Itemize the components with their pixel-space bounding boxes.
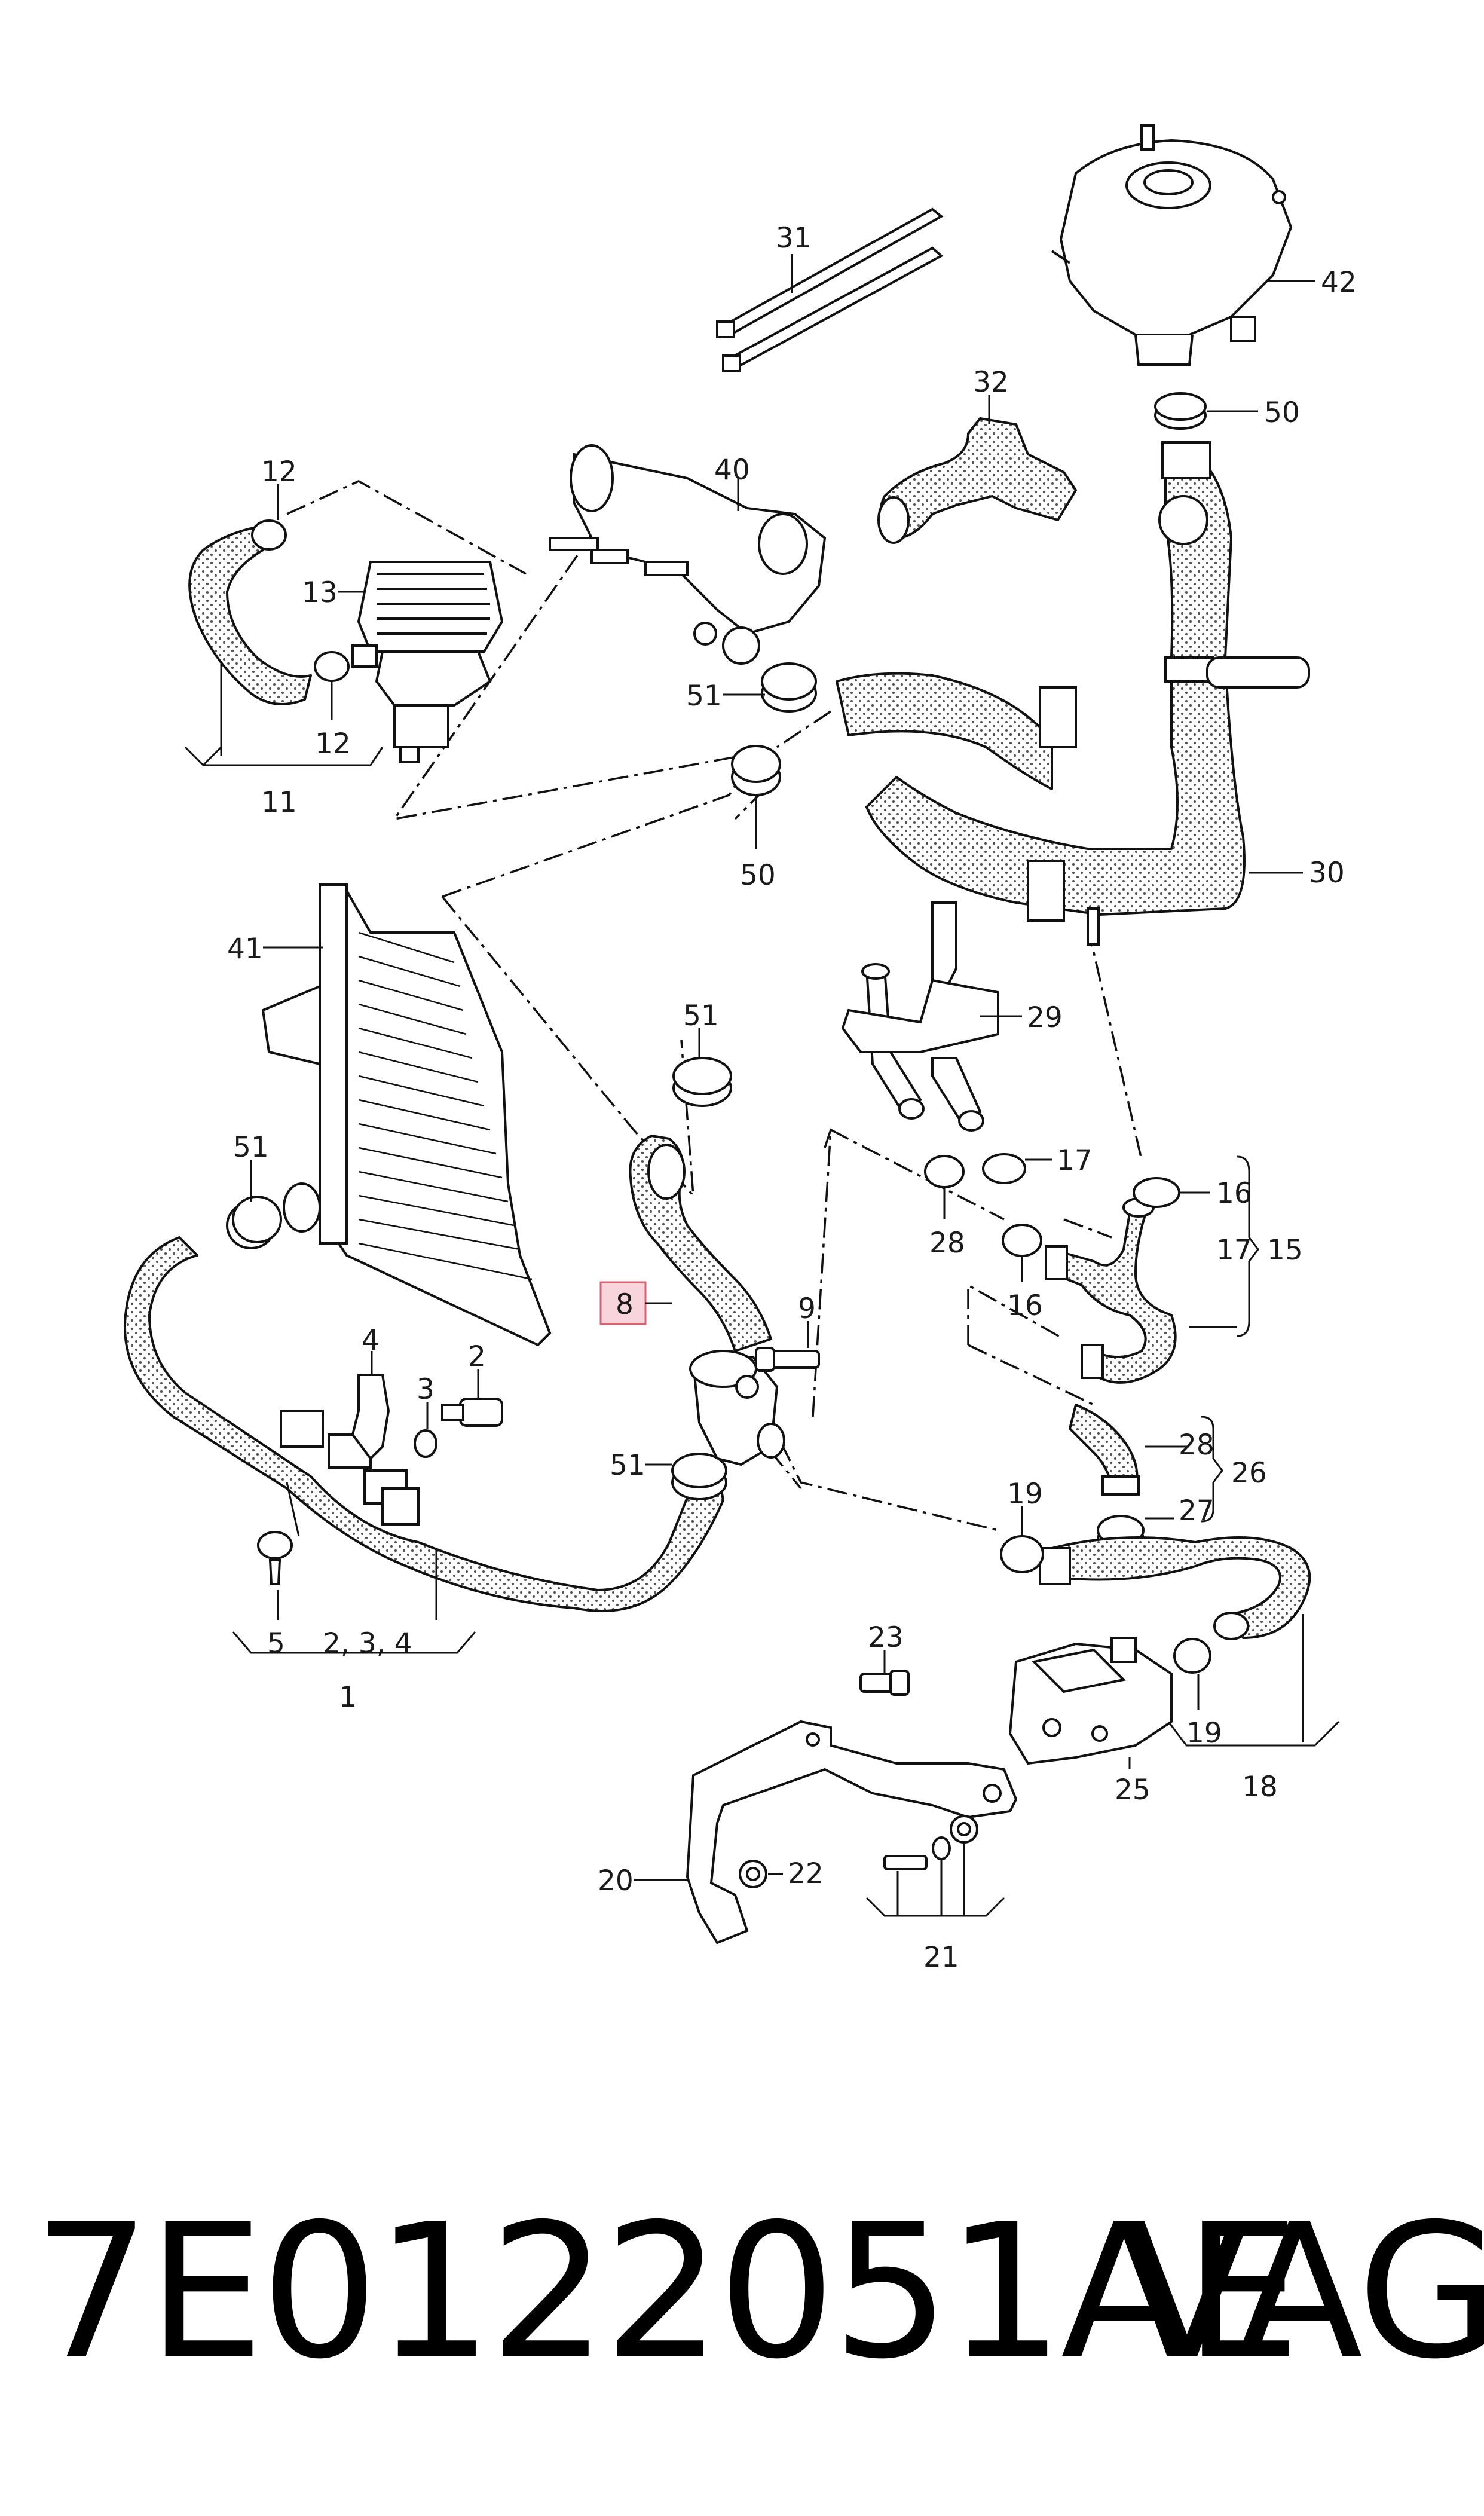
callout-22: 22 bbox=[788, 1857, 824, 1890]
clamp-12-bottom bbox=[314, 651, 350, 682]
callout-27: 27 bbox=[1179, 1494, 1214, 1527]
oil-cooler bbox=[351, 561, 504, 763]
expansion-tank bbox=[1051, 124, 1293, 366]
callout-17-clamp: 17 bbox=[1057, 1144, 1093, 1177]
callout-51-upper: 51 bbox=[686, 680, 722, 713]
callout-19-b: 19 bbox=[1186, 1717, 1222, 1750]
callout-29: 29 bbox=[1027, 1001, 1063, 1034]
coolant-flange bbox=[549, 444, 827, 665]
callout-13: 13 bbox=[302, 576, 338, 609]
hose-11 bbox=[188, 525, 312, 705]
callout-30: 30 bbox=[1309, 857, 1345, 889]
callout-23: 23 bbox=[868, 1621, 904, 1654]
callout-28-a: 28 bbox=[929, 1227, 965, 1259]
callout-28-b: 28 bbox=[1179, 1429, 1214, 1462]
callout-50-middle: 50 bbox=[740, 859, 776, 892]
callout-11: 11 bbox=[261, 786, 297, 819]
callout-26: 26 bbox=[1231, 1457, 1267, 1490]
clamp-16-a bbox=[1133, 1177, 1180, 1208]
clamp-5 bbox=[257, 1531, 293, 1585]
clamp-19-b bbox=[1173, 1638, 1211, 1674]
clip-4 bbox=[351, 1374, 390, 1461]
callout-19-a: 19 bbox=[1007, 1478, 1043, 1511]
clamp-28-a bbox=[924, 1155, 965, 1188]
clamp-51-lower bbox=[671, 1453, 727, 1500]
callout-8: 8 bbox=[616, 1288, 634, 1321]
callout-41: 41 bbox=[227, 933, 263, 965]
callout-16-b: 16 bbox=[1007, 1289, 1043, 1322]
callout-32: 32 bbox=[973, 366, 1009, 399]
hose-17 bbox=[1051, 1206, 1177, 1384]
clamp-51-radiator bbox=[226, 1196, 282, 1249]
callout-51-lower: 51 bbox=[610, 1449, 645, 1482]
radiator bbox=[261, 883, 552, 1347]
clamp-51-upper bbox=[761, 662, 817, 713]
hose-1 bbox=[124, 1236, 724, 1612]
bolt-and-washers-21 bbox=[883, 1815, 978, 1870]
nut-22 bbox=[739, 1860, 767, 1888]
callout-3: 3 bbox=[417, 1373, 435, 1406]
bolt-9 bbox=[755, 1347, 820, 1372]
callout-50-top: 50 bbox=[1264, 396, 1300, 429]
clamp-12-top bbox=[251, 519, 287, 551]
callout-17-hose: 17 bbox=[1216, 1234, 1252, 1267]
part-number: 7E0122051AE bbox=[33, 2184, 1301, 2400]
callout-9: 9 bbox=[798, 1292, 816, 1325]
clamp-51-hose8-top bbox=[672, 1057, 732, 1107]
cable-ties bbox=[716, 207, 944, 372]
clamp-16-b bbox=[1002, 1224, 1042, 1257]
hose-32 bbox=[879, 417, 1077, 539]
hose-18 bbox=[1051, 1536, 1311, 1639]
callout-51-hose8-top: 51 bbox=[683, 999, 719, 1032]
coolant-hose-exploded-diagram: 42 31 32 30 50 40 bbox=[124, 124, 1357, 1974]
callout-4: 4 bbox=[362, 1324, 380, 1357]
callout-42: 42 bbox=[1321, 266, 1357, 299]
clamp-19-a bbox=[1000, 1535, 1044, 1573]
callout-15: 15 bbox=[1267, 1234, 1303, 1267]
seal-ring-3 bbox=[414, 1429, 437, 1458]
connection-piece bbox=[689, 1350, 785, 1466]
callout-25: 25 bbox=[1115, 1774, 1151, 1806]
callout-18: 18 bbox=[1242, 1771, 1278, 1803]
callout-40: 40 bbox=[714, 454, 750, 487]
brand-name: VAG bbox=[1124, 2184, 1484, 2400]
temperature-sender-2 bbox=[441, 1398, 503, 1427]
hose-30 bbox=[865, 447, 1246, 916]
callout-1: 1 bbox=[339, 1681, 357, 1714]
callout-16-a: 16 bbox=[1216, 1177, 1252, 1210]
callout-51-radiator: 51 bbox=[233, 1131, 269, 1164]
callout-12-top: 12 bbox=[261, 455, 297, 488]
callout-12-bottom: 12 bbox=[315, 727, 351, 760]
callout-2: 2 bbox=[468, 1340, 486, 1373]
callout-21: 21 bbox=[923, 1941, 959, 1974]
auxiliary-coolant-pump bbox=[1008, 1637, 1173, 1765]
clamp-50-top bbox=[1154, 392, 1207, 430]
callout-8-highlight bbox=[599, 1281, 647, 1325]
clamp-50-middle bbox=[731, 745, 781, 796]
callout-2-3-4: 2, 3, 4 bbox=[323, 1627, 412, 1660]
clamp-17-a bbox=[982, 1153, 1026, 1184]
pipe-bracket-29 bbox=[841, 901, 999, 1132]
hose-1-fittings bbox=[280, 1410, 420, 1526]
bracket-20 bbox=[686, 1720, 1018, 1945]
bolt-23 bbox=[859, 1670, 910, 1696]
callout-31: 31 bbox=[776, 222, 812, 255]
callout-20: 20 bbox=[598, 1864, 634, 1897]
callout-5: 5 bbox=[267, 1627, 285, 1660]
